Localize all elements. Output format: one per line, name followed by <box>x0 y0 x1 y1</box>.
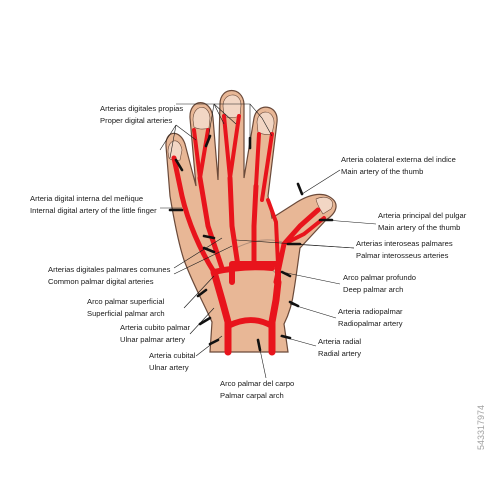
pin <box>296 182 304 196</box>
common-digital-artery-3 <box>251 183 259 269</box>
label-colateral-indice-en: Main artery of the thumb <box>341 167 423 176</box>
pin <box>198 316 212 326</box>
arteries <box>171 114 326 356</box>
label-radial-en: Radial artery <box>318 349 361 358</box>
leader-cubito-palmar <box>189 307 215 335</box>
leader-colateral-indice <box>301 169 341 195</box>
label-proper-digital-es: Arterias digitales propias <box>100 104 183 113</box>
nail-little <box>167 140 183 161</box>
nail-ring <box>192 107 211 130</box>
leader-principal-pulgar <box>325 219 377 225</box>
proper-digital-index-b <box>260 132 274 202</box>
pin <box>280 270 292 278</box>
pin <box>196 288 208 298</box>
nail-middle <box>222 94 242 118</box>
superficial-palmar-arch <box>211 264 275 275</box>
leader-arco-profundo <box>281 271 341 285</box>
labels: Arterias digitales propias Proper digita… <box>30 103 467 400</box>
label-radiopalmar-en: Radiopalmar artery <box>338 319 403 328</box>
label-arco-carpo-es: Arco palmar del carpo <box>220 379 294 388</box>
label-principal-pulgar-en: Main artery of the thumb <box>378 223 460 232</box>
label-digital-menique-es: Arteria digital interna del meñique <box>30 194 143 203</box>
thumb-artery-branch <box>282 216 326 246</box>
label-colateral-indice-es: Arteria colateral externa del indice <box>341 155 456 164</box>
thumb-artery <box>273 207 321 285</box>
pin <box>202 246 216 254</box>
watermark: 543317974 <box>476 405 486 450</box>
pin <box>202 234 216 240</box>
common-digital-artery-2 <box>227 175 241 269</box>
label-cubito-palmar-es: Arteria cubito palmar <box>120 323 191 332</box>
watermark-id: 543317974 <box>476 405 486 450</box>
label-cubital-es: Arteria cubital <box>149 351 196 360</box>
nail-thumb <box>315 196 333 215</box>
label-digitales-comunes-en: Common palmar digital arteries <box>48 277 154 286</box>
label-radial-es: Arteria radial <box>318 337 361 346</box>
label-cubital-en: Ulnar artery <box>149 363 189 372</box>
label-cubito-palmar-en: Ulnar palmar artery <box>120 335 185 344</box>
proper-digital-ring-a <box>192 128 202 180</box>
leader-digitales-comunes-2 <box>173 245 233 275</box>
radial-artery <box>268 278 282 356</box>
label-arco-superficial-es: Arco palmar superficial <box>87 297 165 306</box>
label-principal-pulgar-es: Arteria principal del pulgar <box>378 211 467 220</box>
radialis-indicis-artery <box>266 198 280 266</box>
pin <box>174 158 184 172</box>
label-radiopalmar-es: Arteria radiopalmar <box>338 307 403 316</box>
leader-pins <box>168 134 334 352</box>
pin <box>280 334 292 340</box>
label-arco-profundo-en: Deep palmar arch <box>343 285 403 294</box>
pin <box>288 300 300 308</box>
pin <box>204 134 212 148</box>
label-digital-menique-en: Internal digital artery of the little fi… <box>30 206 157 215</box>
pin <box>256 338 262 352</box>
proper-digital-index-a <box>254 132 261 188</box>
label-digitales-comunes-es: Arterias digitales palmares comunes <box>48 265 171 274</box>
proper-digital-middle-b <box>228 114 241 180</box>
label-arco-carpo-en: Palmar carpal arch <box>220 391 284 400</box>
label-interoseas-es: Arterias interoseas palmares <box>356 239 453 248</box>
leader-arco-superficial <box>183 275 215 309</box>
leader-digitales-comunes-1 <box>173 237 223 269</box>
label-interoseas-en: Palmar interosseus arteries <box>356 251 449 260</box>
artery-to-little-finger <box>171 155 217 275</box>
palmar-carpal-arch <box>225 317 275 329</box>
label-proper-digital-en: Proper digital arteries <box>100 116 172 125</box>
proper-digital-middle-a <box>222 114 232 180</box>
label-arco-superficial-en: Superficial palmar arch <box>87 309 165 318</box>
ulnar-artery <box>210 268 232 356</box>
label-arco-profundo-es: Arco palmar profundo <box>343 273 416 282</box>
common-digital-artery-1 <box>197 175 225 271</box>
leader-proper-digital <box>159 103 273 159</box>
proper-digital-ring-b <box>198 128 210 180</box>
pin <box>208 338 220 346</box>
